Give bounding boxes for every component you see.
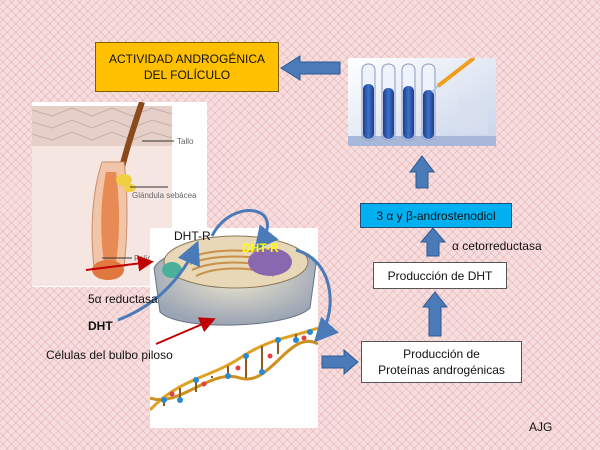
curved-arrow-receptor-to-nucleus bbox=[210, 209, 279, 251]
author-label: AJG bbox=[529, 420, 553, 434]
dht-production-text: Producción de DHT bbox=[387, 268, 493, 283]
red-arrow-cells bbox=[155, 317, 216, 345]
follicle-activity-box: ACTIVIDAD ANDROGÉNICA DEL FOLÍCULO bbox=[95, 42, 279, 92]
dht-r-label-1: DHT-R bbox=[174, 229, 211, 243]
arrow-up-to-androstenediol bbox=[419, 227, 447, 257]
dht-r-label-2: DHT-R bbox=[242, 241, 279, 255]
arrow-up-to-dht bbox=[421, 291, 449, 337]
curved-arrow-dht-to-receptor bbox=[117, 240, 200, 322]
activity-line-2: DEL FOLÍCULO bbox=[143, 68, 231, 82]
dht-production-box: Producción de DHT bbox=[373, 262, 507, 289]
dht-label: DHT bbox=[88, 319, 113, 333]
arrow-right-to-proteins bbox=[321, 348, 359, 376]
cetorreductasa-label: α cetorreductasa bbox=[452, 239, 542, 253]
proteins-line-2: Proteínas androgénicas bbox=[378, 363, 505, 377]
androstenediol-box: 3 α y β-androstenodiol bbox=[360, 203, 512, 228]
hair-follicle-illustration: Tallo Glándula sebácea Folículo bbox=[32, 102, 207, 287]
activity-line-1: ACTIVIDAD ANDROGÉNICA bbox=[108, 52, 266, 66]
proteins-line-1: Producción de bbox=[403, 347, 480, 361]
curved-arrow-nucleus-to-dna bbox=[295, 248, 339, 343]
protein-production-box: Producción de Proteínas androgénicas bbox=[361, 341, 522, 383]
androstenediol-text: 3 α y β-androstenodiol bbox=[376, 208, 496, 223]
red-arrow-follicle bbox=[85, 255, 154, 272]
hair-label-glandula: Glándula sebácea bbox=[132, 191, 197, 200]
hair-label-tallo: Tallo bbox=[177, 137, 194, 146]
reductasa-label: 5α reductasa bbox=[88, 292, 158, 306]
cells-label: Células del bulbo piloso bbox=[46, 348, 173, 362]
arrow-up-to-tubes bbox=[409, 155, 435, 189]
arrow-left-to-activity bbox=[280, 55, 341, 81]
test-tubes-image bbox=[348, 58, 496, 146]
